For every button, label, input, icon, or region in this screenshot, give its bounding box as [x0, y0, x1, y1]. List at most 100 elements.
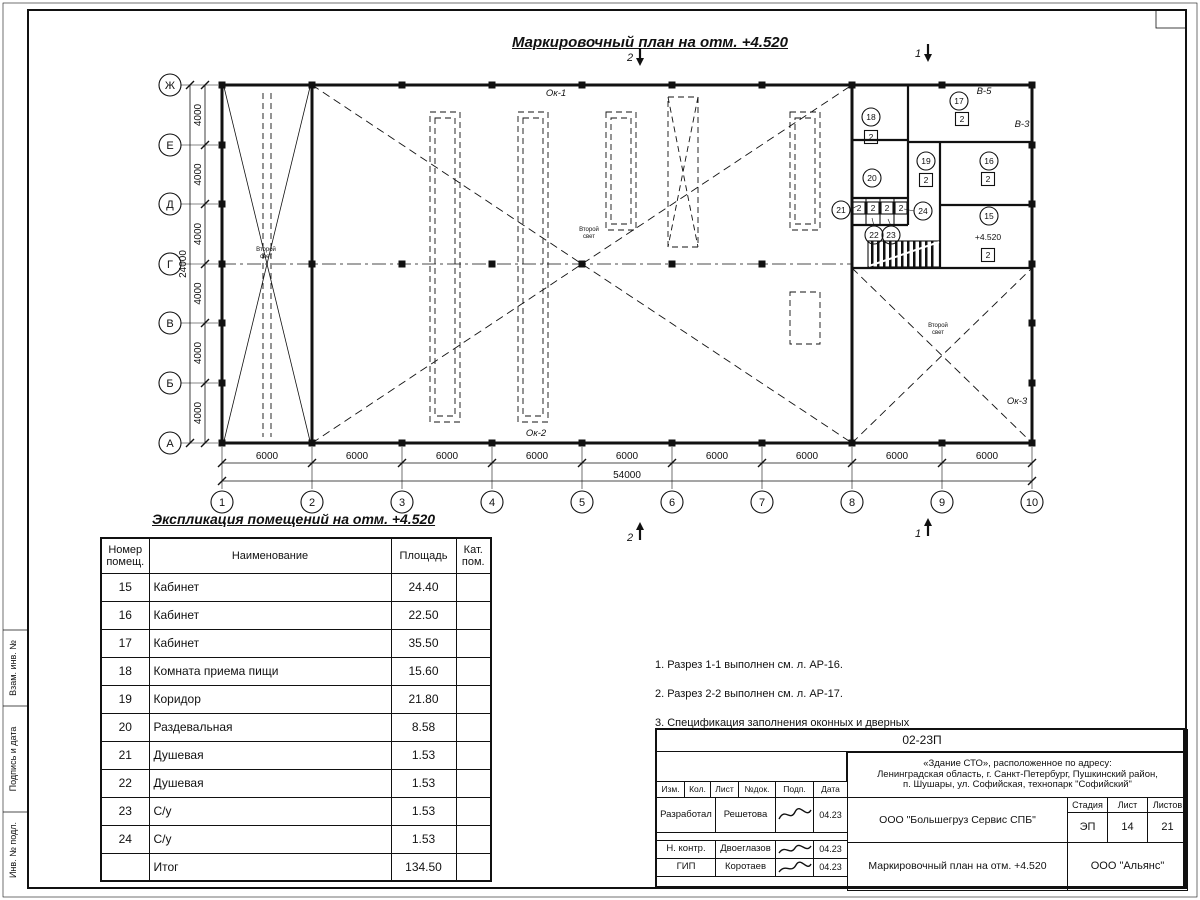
window-label-ok1: Ок-1 [546, 88, 566, 99]
cell-area: 1.53 [390, 768, 457, 798]
col-header-num: Номер помещ. [100, 537, 150, 574]
name-gip: Коротаев [715, 858, 776, 877]
dim-label: 4000 [193, 222, 204, 245]
cell-cat [455, 796, 492, 826]
axis-bubble-v: Ж [158, 73, 182, 97]
svg-text:1: 1 [219, 497, 225, 509]
drawing-name: Маркировочный план на отм. +4.520 [847, 842, 1068, 891]
svg-text:А: А [166, 438, 174, 450]
room-marker-23: 23 [881, 218, 901, 245]
cell-name: Душевая [148, 740, 392, 770]
col-izm: Изм. [656, 781, 685, 798]
category-badge: 2 [885, 203, 890, 213]
cell-num: 18 [100, 656, 150, 686]
section-mark-1-bottom: 1 [915, 518, 932, 540]
category-badge: 2 [960, 114, 965, 124]
dim-label: 4000 [193, 282, 204, 305]
signature-cell [775, 797, 814, 833]
cell-name: Кабинет [148, 600, 392, 630]
room-number: 16 [984, 156, 994, 166]
axis-bubble-v: Г [158, 252, 182, 276]
cell-area: 22.50 [390, 600, 457, 630]
svg-text:Б: Б [166, 378, 173, 390]
second-light-label: Второй [928, 322, 948, 329]
cell-name: Душевая [148, 768, 392, 798]
dim-total-label: 24000 [178, 250, 189, 278]
second-light-label: свет [583, 234, 595, 240]
svg-text:2: 2 [626, 532, 633, 544]
section-mark-1-top: 1 [915, 44, 932, 62]
room-schedule-table: Номер помещ. Наименование Площадь Кат. п… [100, 537, 492, 882]
axis-bubble-h: 2 [300, 490, 324, 514]
svg-text:4: 4 [489, 497, 495, 509]
date-gip: 04.23 [813, 858, 848, 877]
cell-area: 1.53 [390, 824, 457, 854]
cell-name: С/у [148, 796, 392, 826]
cell-area: 1.53 [390, 740, 457, 770]
axis-bubble-v: А [158, 431, 182, 455]
role-ncontrol: Н. контр. [656, 840, 716, 859]
svg-text:6: 6 [669, 497, 675, 509]
org-name: ООО "Альянс" [1067, 842, 1188, 891]
signature-icon [777, 844, 812, 853]
axis-bubble-h: 8 [840, 490, 864, 514]
signature-icon [777, 808, 812, 820]
plan-markings [222, 84, 1033, 444]
cell-area: 35.50 [390, 628, 457, 658]
svg-text:3: 3 [399, 497, 405, 509]
name-developer: Решетова [715, 797, 776, 833]
cell-area: 1.53 [390, 796, 457, 826]
object-address: «Здание СТО», расположенное по адресу: Л… [847, 752, 1188, 798]
svg-text:5: 5 [579, 497, 585, 509]
svg-text:9: 9 [939, 497, 945, 509]
cell-num: 21 [100, 740, 150, 770]
window-label-ok3: Ок-3 [1007, 396, 1028, 407]
room-markers: 18 17 19 16 20 15 21 22 23 24 [831, 91, 999, 245]
cell-name: Кабинет [148, 628, 392, 658]
cell-cat [455, 628, 492, 658]
dim-label: 6000 [706, 451, 729, 462]
cell-num: 23 [100, 796, 150, 826]
axis-bubble-h: 9 [930, 490, 954, 514]
cell-cat [455, 712, 492, 742]
dim-label: 4000 [193, 163, 204, 186]
room-number: 21 [836, 205, 846, 215]
cell-cat [455, 768, 492, 798]
section-mark-2-bottom: 2 [626, 522, 644, 544]
category-badge: 2 [869, 132, 874, 142]
svg-text:7: 7 [759, 497, 765, 509]
dim-label: 4000 [193, 401, 204, 424]
room-number: 18 [866, 112, 876, 122]
svg-text:1: 1 [915, 48, 921, 60]
col-data: Дата [813, 781, 848, 798]
note-line: 1. Разрез 1-1 выполнен см. л. АР-16. [655, 658, 843, 671]
cell-cat [455, 656, 492, 686]
axis-bubble-h: 5 [570, 490, 594, 514]
cell-area: 24.40 [390, 572, 457, 602]
second-light-label: свет [260, 254, 272, 260]
doc-code: 02-23П [656, 729, 1188, 752]
cell-name: Итог [148, 852, 392, 882]
category-badge: 2 [986, 250, 991, 260]
cell-cat [455, 600, 492, 630]
axis-bubble-h: 7 [750, 490, 774, 514]
svg-text:Г: Г [167, 259, 173, 271]
cell-num: 19 [100, 684, 150, 714]
dim-label: 6000 [436, 451, 459, 462]
room-number: 20 [867, 173, 877, 183]
svg-text:Ж: Ж [165, 80, 175, 92]
col-podp: Подп. [775, 781, 814, 798]
note-line: 2. Разрез 2-2 выполнен см. л. АР-17. [655, 687, 843, 700]
elevation-mark: +4.520 [975, 232, 1002, 242]
dim-label: 6000 [256, 451, 279, 462]
axis-bubble-v: Д [158, 192, 182, 216]
room-marker-19: 19 [916, 151, 936, 171]
dim-label: 4000 [193, 103, 204, 126]
